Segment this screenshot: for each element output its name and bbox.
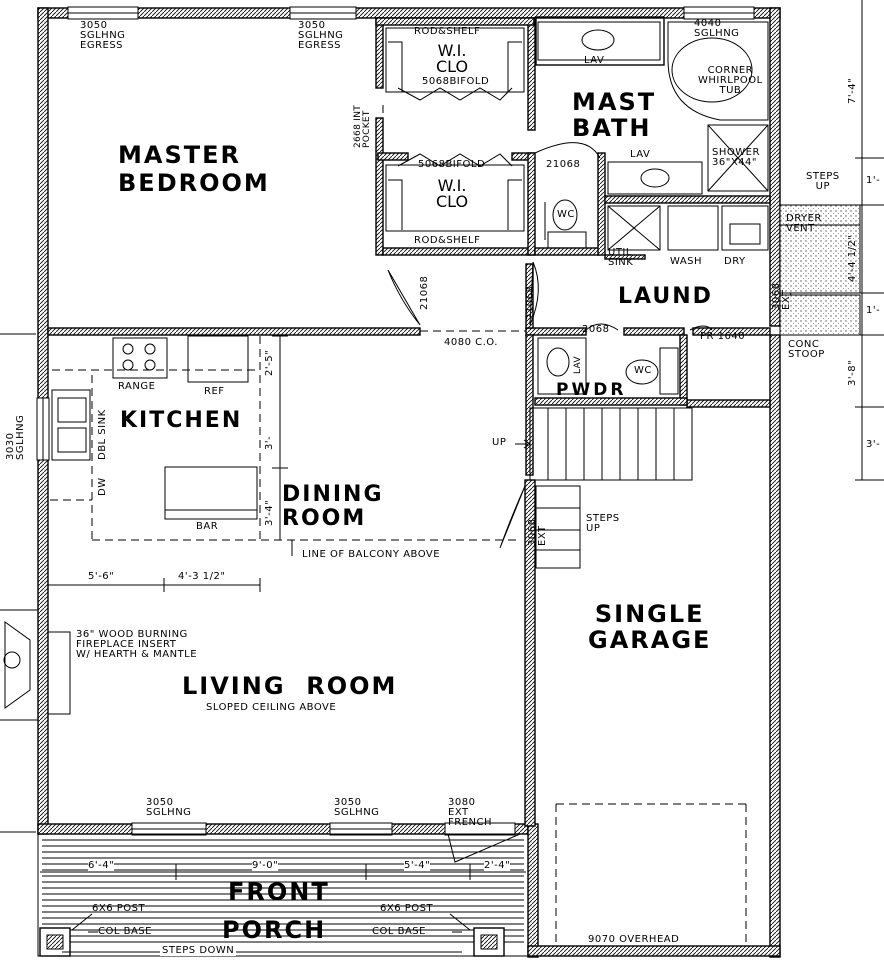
single-garage-label: SINGLE GARAGE (588, 600, 712, 654)
porch-label: PORCH (222, 916, 327, 944)
stoop (779, 204, 861, 336)
dimension-label: 5'-4" (404, 860, 431, 871)
window-openings (36, 6, 755, 836)
ref-label: REF (204, 386, 225, 397)
bifold-label: 5068BIFOLD (418, 159, 486, 170)
rod-shelf-label: ROD&SHELF (414, 235, 481, 246)
wi-clo-bottom-label: W.I. CLO (436, 176, 469, 211)
dimension-label: 2'-5" (264, 349, 275, 376)
col-base-label: COL BASE (98, 926, 152, 937)
living-room-sublabel: SLOPED CEILING ABOVE (206, 702, 337, 713)
dimension-label: 6'-4" (88, 860, 115, 871)
interior-walls (47, 16, 771, 476)
dimension-label: 7'-4" (847, 77, 858, 104)
dry-label: DRY (724, 256, 746, 267)
dimension-label: 4'-3 1/2" (178, 571, 226, 582)
stairs (515, 407, 693, 569)
door-label: PR 1640 (700, 331, 746, 342)
kitchen-label: KITCHEN (120, 408, 243, 433)
bath-fixtures (537, 21, 769, 395)
dbl-sink-label: DBL SINK (97, 409, 108, 460)
closet-fittings (382, 27, 525, 232)
post-label: 6X6 POST (92, 903, 146, 914)
lav-label: LAV (573, 356, 583, 374)
overhead-door-label: 9070 OVERHEAD (588, 934, 680, 945)
dimension-label: 2'-4" (484, 860, 511, 871)
door-label: 2068 (582, 324, 610, 335)
dimension-label: 3'- (264, 435, 275, 450)
fireplace (0, 609, 71, 721)
balcony-line-label: LINE OF BALCONY ABOVE (300, 549, 443, 560)
steps-down-label: STEPS DOWN (160, 945, 237, 956)
range-label: RANGE (118, 381, 156, 392)
mast-bath-label: MAST BATH (572, 88, 657, 142)
front-porch-label: FRONT (228, 878, 330, 906)
door-label: 21068 (525, 285, 536, 320)
dw-label: DW (97, 477, 108, 496)
living-room-label: LIVING ROOM (182, 672, 398, 700)
garage-door (555, 803, 747, 946)
pwdr-label: PWDR (556, 380, 627, 400)
dimension-label: 3'- (866, 439, 881, 450)
col-base-label: COL BASE (372, 926, 426, 937)
stair-up-label: UP (492, 437, 507, 448)
wc-label: WC (557, 209, 575, 220)
dining-room-label: DINING ROOM (282, 482, 384, 531)
dimension-label: 3'-8" (847, 359, 858, 386)
cased-opening-label: 4080 C.O. (444, 337, 498, 348)
rod-shelf-label: ROD&SHELF (414, 26, 481, 37)
laund-label: LAUND (618, 284, 713, 309)
bifold-label: 5068BIFOLD (422, 76, 490, 87)
dimension-label: 3'-4" (264, 499, 275, 526)
dimension-label: 4'-4 1/2" (847, 234, 858, 282)
bar-label: BAR (196, 521, 219, 532)
door-label: 21068 (419, 275, 430, 310)
wi-clo-top-label: W.I. CLO (436, 41, 469, 76)
dimension-label: 5'-6" (88, 571, 115, 582)
lav-label: LAV (630, 149, 651, 160)
dimension-label: 1'- (866, 305, 881, 316)
master-bedroom-label: MASTER BEDROOM (118, 141, 270, 197)
post-label: 6X6 POST (380, 903, 434, 914)
kitchen-fixtures (50, 335, 520, 556)
dimension-label: 1'- (866, 175, 881, 186)
lav-label: LAV (584, 55, 605, 66)
porch-decking (37, 833, 529, 957)
wash-label: WASH (670, 256, 703, 267)
wc-label: WC (634, 365, 652, 376)
door-label: 21068 (546, 159, 581, 170)
dimension-lines (0, 0, 884, 880)
dimension-label: 9'-0" (252, 860, 279, 871)
